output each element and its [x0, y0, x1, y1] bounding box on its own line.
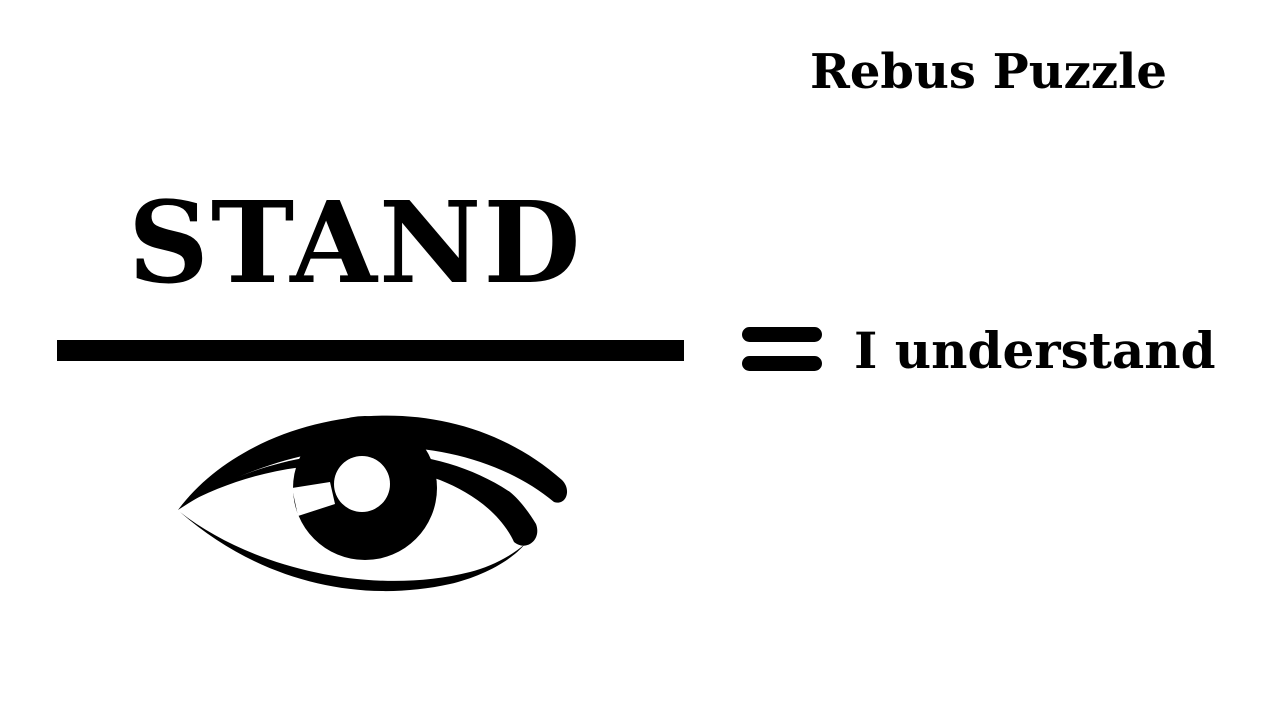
equals-bar-bottom	[742, 356, 822, 371]
fraction-bar	[57, 340, 684, 361]
equals-icon	[742, 327, 822, 371]
puzzle-title: Rebus Puzzle	[810, 44, 1167, 100]
puzzle-answer: I understand	[854, 321, 1216, 380]
eye-icon	[178, 415, 568, 592]
equals-bar-top	[742, 327, 822, 342]
puzzle-word: STAND	[128, 178, 583, 309]
